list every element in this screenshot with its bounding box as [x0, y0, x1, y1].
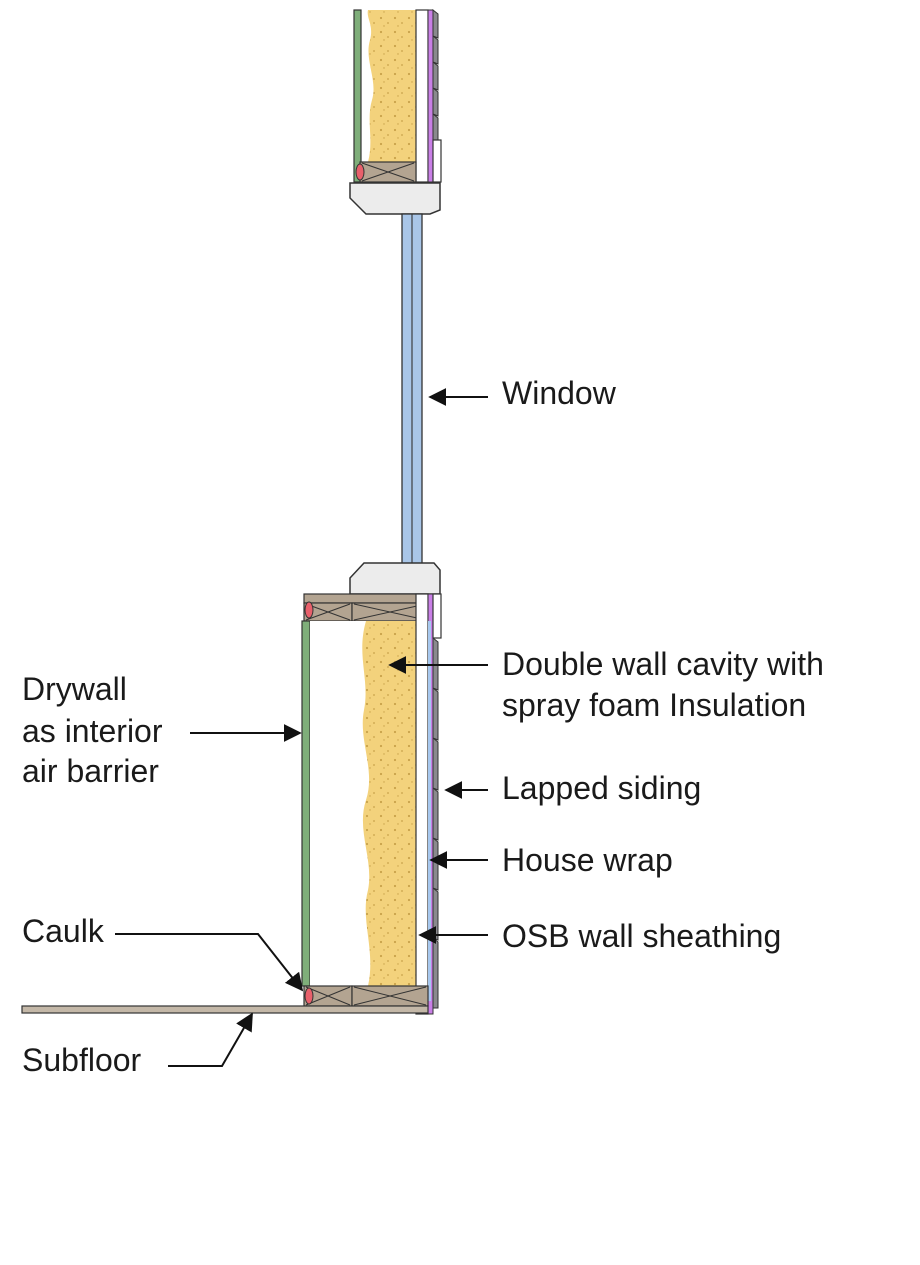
lower-foam-insulation: [362, 621, 416, 986]
label-double-wall-line1: Double wall cavity with: [502, 646, 824, 682]
lower-drywall: [301, 620, 311, 987]
bottom-plate-exterior-cross: [353, 986, 427, 1006]
upper-lapped-siding: [432, 8, 439, 141]
label-drywall-line1: Drywall: [22, 671, 127, 707]
top-caulk: [304, 601, 314, 619]
window-head-sill: [349, 182, 441, 215]
label-window: Window: [502, 375, 617, 411]
upper-drywall: [353, 9, 362, 183]
upper-foam-insulation: [367, 10, 416, 162]
lower-wall: [21, 593, 442, 1015]
upper-sheathing: [415, 9, 429, 183]
subfloor-board: [21, 1005, 429, 1014]
window-bottom-sill: [349, 562, 441, 595]
osb-sheathing: [415, 593, 429, 1015]
sill-plate-top: [303, 593, 429, 604]
window-unit: [349, 182, 441, 595]
bottom-caulk: [304, 987, 314, 1005]
subfloor-leader: [168, 1012, 253, 1067]
label-caulk: Caulk: [22, 913, 105, 949]
upper-caulk: [355, 163, 365, 181]
labels: Window Double wall cavity with spray foa…: [22, 375, 824, 1078]
caulk-leader: [115, 933, 304, 992]
upper-house-wrap: [427, 9, 434, 183]
top-plate-interior-cross: [305, 603, 351, 621]
label-osb-sheathing: OSB wall sheathing: [502, 918, 781, 954]
leader-lines: [115, 388, 488, 1067]
label-lapped-siding: Lapped siding: [502, 770, 701, 806]
label-subfloor: Subfloor: [22, 1042, 142, 1078]
upper-trim: [432, 139, 442, 183]
lower-trim: [432, 593, 442, 639]
top-plate-exterior-cross: [353, 603, 427, 621]
interior-cavity: [310, 621, 366, 986]
upper-wall: [353, 8, 442, 183]
label-house-wrap: House wrap: [502, 842, 673, 878]
upper-header-plate-cross: [361, 162, 415, 182]
label-drywall-line2: as interior: [22, 713, 163, 749]
label-drywall-line3: air barrier: [22, 753, 159, 789]
lower-lapped-siding: [432, 636, 439, 1009]
label-double-wall-line2: spray foam Insulation: [502, 687, 806, 723]
bottom-plate-interior-cross: [305, 986, 351, 1006]
wrap-blue-layer: [428, 621, 431, 1001]
